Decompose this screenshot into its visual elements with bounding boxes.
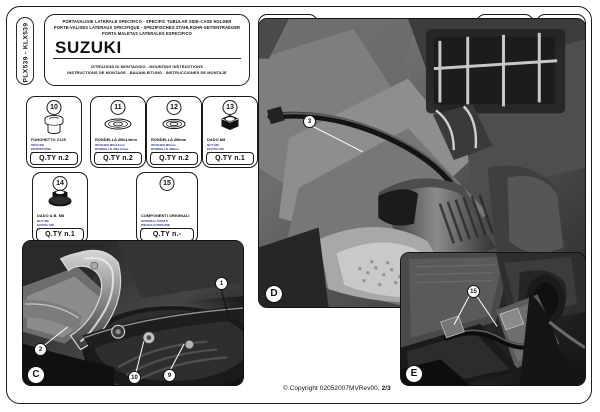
callout-2: 2 [34, 343, 47, 356]
part-card-10[interactable]: 10 FUNGHETTO Z125 SPACER ENTRETOISE DIST… [26, 96, 82, 168]
part-translation-en: ORIGINAL PARTS [141, 218, 168, 223]
photo-letter-d: D [265, 285, 283, 303]
callout-1: 1 [215, 277, 228, 290]
part-card-11[interactable]: 11 RONDELLA Ø8x14mm WASHER Ø8x14mm RONDE… [90, 96, 146, 168]
original-components-icon [137, 189, 197, 211]
part-quantity: Q.TY n.2 [150, 151, 198, 165]
part-card-14[interactable]: 14 DADO A.B. M8 NUT M8 ECROU M8 MUTTER M… [32, 172, 88, 244]
product-code-label: PLX539 - KLX539 [22, 22, 30, 83]
part-translation-fr: RONDELLE Ø8mm [151, 146, 180, 151]
part-quantity: Q.TY n.1 [36, 227, 84, 241]
part-translation-fr: ECROU M8 [37, 222, 54, 227]
photo-panel-c: 1 2 9 10 C [22, 240, 244, 386]
copyright-text: © Copyright 02052007MVRev00, [283, 385, 382, 392]
part-translation-fr: PIECES D'ORIGINE [141, 222, 171, 227]
photo-d-image [259, 19, 585, 307]
copyright-notice: © Copyright 02052007MVRev00, 2/3 [283, 385, 391, 392]
callout-3: 3 [303, 115, 316, 128]
subtitle-line-2: INSTRUCTIONS DE MONTAGE - BAUANLEITUNG -… [67, 70, 227, 76]
photo-letter-c: C [27, 366, 45, 384]
photo-panel-d: 3 D [258, 18, 586, 308]
part-name: DADO M8 [207, 137, 226, 142]
part-card-12[interactable]: 12 RONDELLA Ø8mm WASHER Ø8mm RONDELLE Ø8… [146, 96, 202, 168]
photo-letter-e: E [405, 365, 423, 383]
title-divider [53, 58, 241, 60]
part-quantity: Q.TY n.- [140, 227, 194, 241]
part-name: RONDELLA Ø8mm [151, 137, 187, 142]
spacer-bush-icon [27, 112, 81, 138]
part-name: COMPONENTI ORIGINALI [141, 213, 190, 218]
nut-flange-icon [33, 187, 87, 211]
part-quantity: Q.TY n.2 [30, 151, 78, 165]
photo-c-image [23, 241, 243, 385]
part-translation-en: WASHER Ø8x14mm [95, 142, 125, 147]
callout-9: 9 [163, 369, 176, 382]
photo-panel-e: 15 E [400, 252, 586, 386]
part-number-badge: 15 [159, 176, 175, 191]
washer-oval-icon [91, 113, 145, 135]
brand-name: SUZUKI [55, 38, 122, 58]
nut-hex-icon [203, 111, 257, 135]
title-line-2: PORTE-VALISES LATERAUX SPECIFIQUE - SPEZ… [53, 24, 241, 30]
part-number-badge: 13 [222, 100, 238, 115]
page-number: 2/3 [381, 385, 391, 392]
part-translation-fr: RONDELLE Ø8x14mm [95, 146, 129, 151]
part-card-15[interactable]: 15 COMPONENTI ORIGINALI ORIGINAL PARTS P… [136, 172, 198, 244]
part-translation-en: WASHER Ø8mm [151, 142, 176, 147]
callout-10: 10 [128, 371, 141, 384]
part-quantity: Q.TY n.2 [94, 151, 142, 165]
subtitle-line-1: ISTRUZIONI DI MONTAGGIO - MOUNTING INSTR… [91, 64, 203, 70]
part-translation-en: NUT M8 [207, 142, 219, 147]
part-quantity: Q.TY n.1 [206, 151, 254, 165]
title-block: PORTAVALIGIE LATERALE SPECIFICO - SPECIF… [44, 14, 250, 86]
title-line-1: PORTAVALIGIE LATERALE SPECIFICO - SPECIF… [62, 19, 232, 24]
part-name: RONDELLA Ø8x14mm [95, 137, 137, 142]
part-name: FUNGHETTO Z125 [31, 137, 66, 142]
part-translation-en: SPACER [31, 142, 44, 147]
part-card-13[interactable]: 13 DADO M8 NUT M8 ECROU M8 MUTTER M8 TUE… [202, 96, 258, 168]
washer-flat-icon [147, 113, 201, 135]
part-name: DADO A.B. M8 [37, 213, 65, 218]
part-number-badge: 11 [110, 100, 126, 115]
part-number-badge: 10 [46, 100, 62, 115]
part-translation-en: NUT M8 [37, 218, 49, 223]
title-line-3: PORTA MALETAS LATERALES ESPECIFICO [102, 30, 192, 36]
part-translation-fr: ENTRETOISE [31, 146, 52, 151]
callout-15: 15 [467, 285, 480, 298]
part-translation-fr: ECROU M8 [207, 146, 224, 151]
part-number-badge: 12 [166, 100, 182, 115]
product-code-tab: PLX539 - KLX539 [16, 17, 34, 85]
